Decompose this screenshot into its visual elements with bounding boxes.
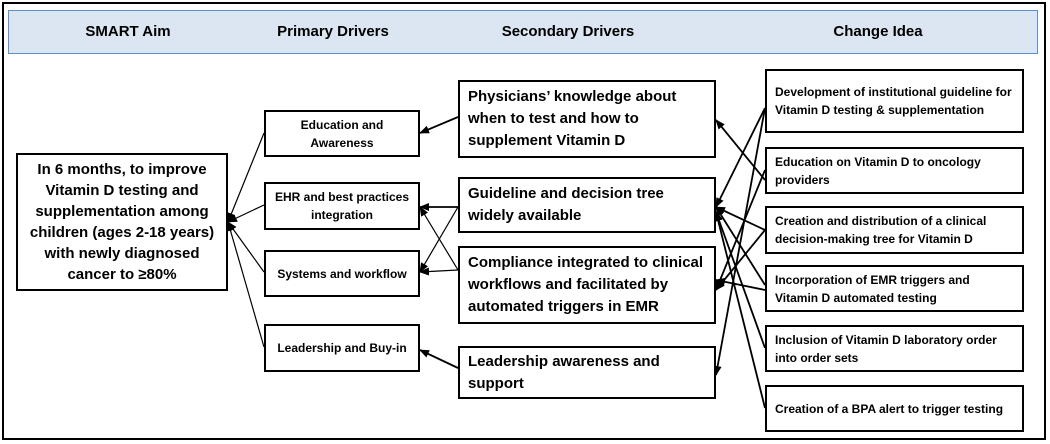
change-idea-label: Inclusion of Vitamin D laboratory order … xyxy=(775,332,997,365)
smart-aim-text: In 6 months, to improve Vitamin D testin… xyxy=(29,161,215,283)
arrow-education-to-aim xyxy=(227,132,265,223)
primary-driver-label: Leadership and Buy-in xyxy=(277,341,407,355)
header-primary-drivers: Primary Drivers xyxy=(277,23,389,40)
arrow-education-idea-to-knowledge xyxy=(715,119,766,181)
change-idea-order-sets: Inclusion of Vitamin D laboratory order … xyxy=(765,325,1024,372)
change-idea-bpa-alert: Creation of a BPA alert to trigger testi… xyxy=(765,385,1024,432)
secondary-driver-knowledge: Physicians’ knowledge about when to test… xyxy=(458,80,716,158)
arrow-compliance-to-ehr xyxy=(419,206,459,271)
change-idea-education: Education on Vitamin D to oncology provi… xyxy=(765,147,1024,194)
header-change-idea: Change Idea xyxy=(833,23,923,40)
primary-driver-label: Education and Awareness xyxy=(300,117,384,150)
secondary-driver-compliance: Compliance integrated to clinical workfl… xyxy=(458,246,716,324)
arrow-systems-to-aim xyxy=(227,221,265,273)
change-idea-label: Incorporation of EMR triggers and Vitami… xyxy=(775,272,970,305)
arrow-education-idea-to-compliance xyxy=(715,169,766,291)
change-idea-label: Education on Vitamin D to oncology provi… xyxy=(775,154,981,187)
header-smart-aim: SMART Aim xyxy=(85,23,171,40)
arrow-emr-idea-to-compliance xyxy=(715,277,766,291)
change-idea-label: Development of institutional guideline f… xyxy=(775,85,1012,117)
primary-driver-label: Systems and workflow xyxy=(277,266,407,281)
arrow-guideline-idea-to-guideline xyxy=(715,107,766,208)
arrow-leadership-awareness-to-leadership xyxy=(419,349,459,369)
secondary-driver-label: Physicians’ knowledge about when to test… xyxy=(468,88,677,149)
change-idea-decision-tree: Creation and distribution of a clinical … xyxy=(765,206,1024,254)
arrow-bpa-idea-to-guideline xyxy=(714,211,766,409)
secondary-driver-label: Leadership awareness and support xyxy=(468,352,660,392)
arrow-orderset-idea-to-guideline xyxy=(715,211,766,349)
change-idea-guideline: Development of institutional guideline f… xyxy=(765,69,1024,133)
primary-driver-systems: Systems and workflow xyxy=(264,250,420,297)
arrow-compliance-to-systems xyxy=(419,267,459,276)
secondary-driver-label: Guideline and decision tree widely avail… xyxy=(468,185,664,224)
primary-driver-label: EHR and best practices integration xyxy=(274,190,410,222)
secondary-driver-label: Compliance integrated to clinical workfl… xyxy=(468,254,704,315)
primary-driver-ehr: EHR and best practices integration xyxy=(264,182,420,230)
change-idea-emr-triggers: Incorporation of EMR triggers and Vitami… xyxy=(765,265,1024,312)
secondary-driver-guideline: Guideline and decision tree widely avail… xyxy=(458,177,716,233)
header-secondary-drivers: Secondary Drivers xyxy=(501,23,635,40)
header-bar xyxy=(8,10,1038,54)
change-idea-label: Creation and distribution of a clinical … xyxy=(775,214,987,246)
smart-aim-box: In 6 months, to improve Vitamin D testin… xyxy=(16,153,228,291)
primary-driver-education: Education and Awareness xyxy=(264,110,420,157)
arrow-emr-idea-to-guideline xyxy=(715,206,766,286)
arrow-ehr-to-aim xyxy=(227,204,265,223)
arrow-guideline-idea-to-leadership-awareness xyxy=(713,107,766,376)
secondary-driver-leadership: Leadership awareness and support xyxy=(458,346,716,399)
change-idea-label: Creation of a BPA alert to trigger testi… xyxy=(775,401,1004,416)
arrow-leadership-to-aim xyxy=(226,221,265,348)
primary-driver-leadership: Leadership and Buy-in xyxy=(264,324,420,372)
arrow-knowledge-to-education xyxy=(419,116,459,134)
